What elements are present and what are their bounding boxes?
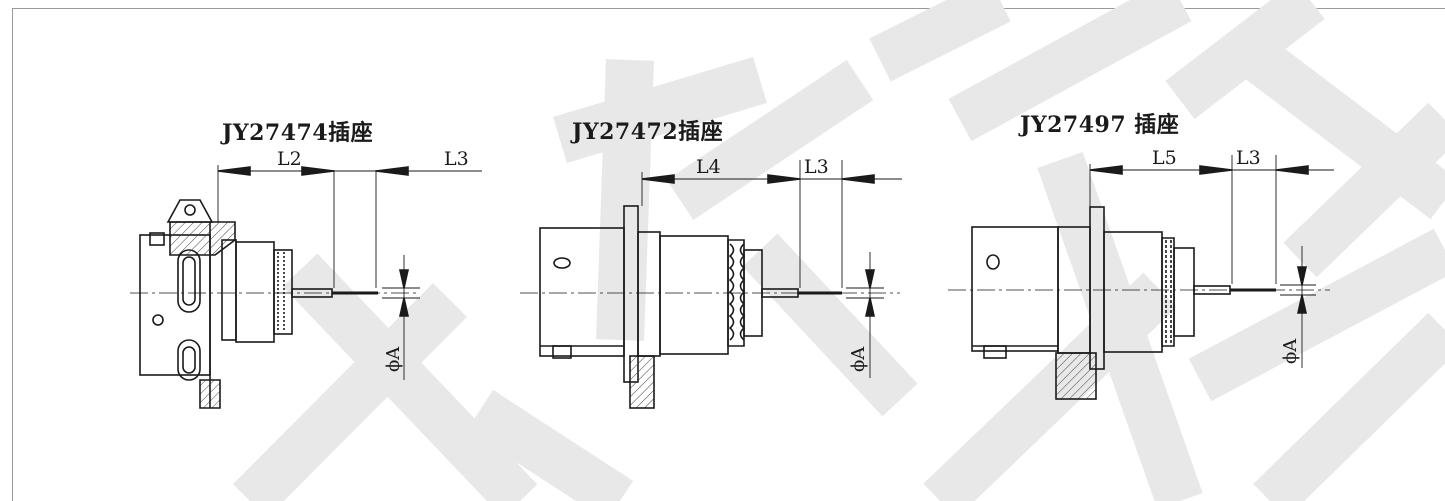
connector-2-diameter-label: ϕA <box>848 346 869 372</box>
connector-1-title: JY27474插座 <box>222 120 374 146</box>
connector-2-dim-l3: L3 <box>804 156 829 178</box>
drawing-frame <box>12 8 1445 501</box>
connector-3-title: JY27497 插座 <box>1020 112 1180 138</box>
connector-1-dim-l3: L3 <box>444 148 469 170</box>
connector-3-dim-l5: L5 <box>1152 147 1177 169</box>
connector-jy27497-drawing <box>948 155 1334 400</box>
connector-3-diameter-label: ϕA <box>1280 338 1301 364</box>
watermark <box>232 0 1445 501</box>
connector-1-diameter-label: ϕA <box>383 346 404 372</box>
connector-2-dim-l4: L4 <box>696 156 721 178</box>
connector-1-dim-l2: L2 <box>277 148 302 170</box>
connector-2-title: JY27472插座 <box>572 119 724 145</box>
connector-jy27474-drawing <box>130 165 482 409</box>
connector-jy27472-drawing <box>520 160 902 409</box>
connector-3-dim-l3: L3 <box>1236 147 1261 169</box>
